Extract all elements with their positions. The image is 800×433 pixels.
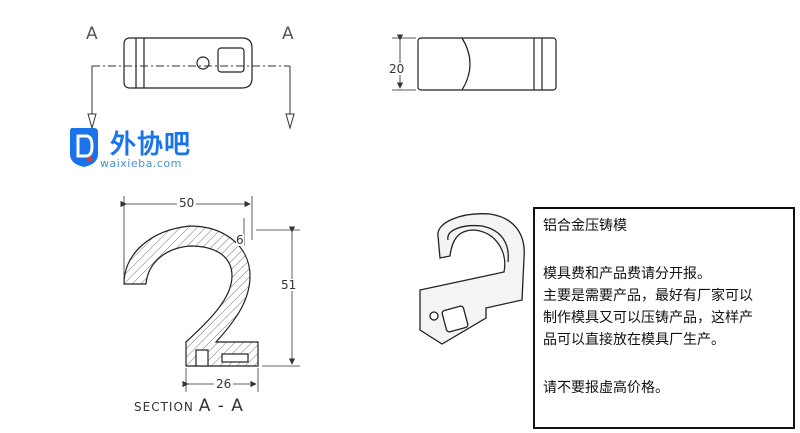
dim-width-top: 50 — [177, 196, 197, 210]
brand-name: 外协吧 — [110, 130, 192, 160]
section-title: SECTION A - A — [134, 398, 244, 415]
section-view — [123, 225, 259, 367]
note-line-2: 主要是需要产品，最好有厂家可以 — [543, 288, 753, 304]
dim-base-width: 26 — [214, 377, 234, 391]
note-title: 铝合金压铸模 — [543, 218, 627, 234]
top-view — [123, 37, 253, 89]
note-line-4: 品可以直接放在模具厂生产。 — [543, 332, 725, 348]
section-title-prefix: SECTION — [134, 400, 194, 414]
shield-d-icon — [70, 128, 98, 167]
section-line — [87, 65, 295, 130]
section-mark-right: A — [282, 24, 294, 44]
brand-logo: 外协吧 waixieba.com — [68, 124, 218, 172]
dim-thickness: 6 — [236, 233, 244, 247]
dim-height: 51 — [281, 278, 297, 292]
section-mark-left: A — [86, 24, 98, 44]
note-line-1: 模具费和产品费请分开报。 — [543, 266, 711, 282]
note-line-5: 请不要报虚高价格。 — [543, 380, 669, 396]
note-box: 铝合金压铸模 模具费和产品费请分开报。 主要是需要产品，最好有厂家可以 制作模具… — [533, 207, 795, 429]
section-title-label: A - A — [198, 396, 244, 416]
note-line-3: 制作模具又可以压铸产品，这样产 — [543, 310, 753, 326]
iso-view — [419, 213, 525, 345]
brand-url: waixieba.com — [100, 157, 182, 170]
dim-side-height: 20 — [389, 62, 405, 76]
side-view — [392, 34, 557, 91]
